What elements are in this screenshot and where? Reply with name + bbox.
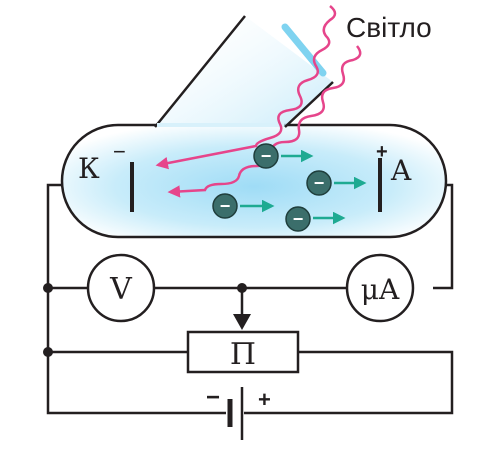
light-rays [155,5,362,198]
microammeter: μA [345,253,415,323]
electron-ball [285,206,311,232]
voltmeter-label: V [109,272,133,307]
battery-plus-sign: + [258,387,271,412]
light-ray-2 [167,45,362,198]
electron: − [253,143,314,169]
electron-sign: − [220,196,231,216]
junction-dot [237,283,247,293]
electron: − [306,170,367,196]
potentiometer: П [186,330,300,374]
right-wire-top [433,183,454,290]
cathode-label: К [78,152,100,185]
wire-potentiometer-right [244,350,454,415]
electron: − [212,193,275,219]
voltmeter: V [86,253,156,323]
window-glow [155,16,333,127]
light-label: Світло [346,12,432,43]
microammeter-label: μA [361,273,400,306]
light-ray-1 [155,5,337,170]
electron-sign: − [314,173,325,193]
battery-minus-sign: − [206,384,220,411]
anode-label: A [390,154,412,187]
microammeter-circle [345,253,415,323]
electron-ball [253,143,279,169]
electron-ball [212,193,238,219]
junction-dot [43,283,53,293]
slider-arrow-icon [233,314,251,330]
cathode-sign: − [113,139,126,164]
potentiometer-label: П [230,337,256,372]
cathode: К − [78,139,134,212]
electron: − [285,206,346,232]
anode: + A [376,141,412,212]
junction-dot [43,347,53,357]
left-wire [46,183,226,415]
electrons: − − − − [212,143,367,232]
anode-sign: + [376,141,388,163]
electron-sign: − [261,146,272,166]
battery: − + [206,384,271,440]
electron-ball [306,170,332,196]
photocell-tube [60,15,448,239]
circuit-wires [46,183,454,415]
electron-sign: − [293,209,304,229]
voltmeter-circle [86,253,156,323]
potentiometer-box [186,330,300,374]
